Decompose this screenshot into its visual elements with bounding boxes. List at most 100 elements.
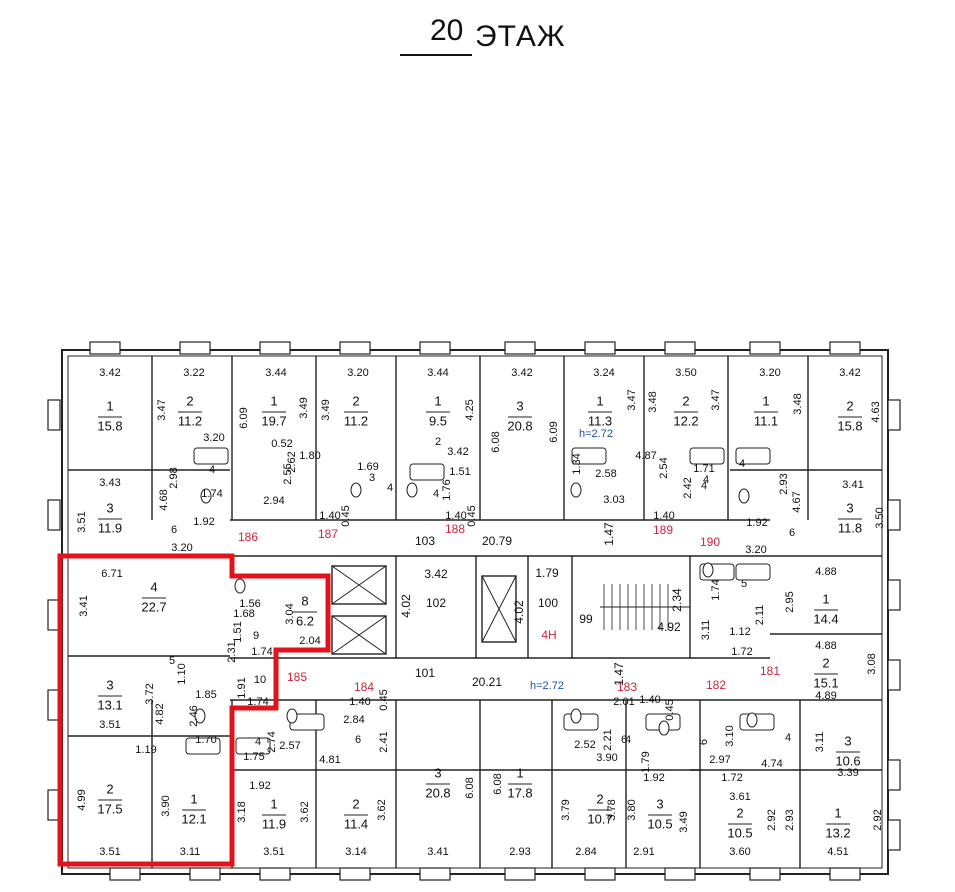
small-label-65: 6 bbox=[621, 734, 627, 746]
bottom-room-1-area: 12.1 bbox=[181, 811, 206, 826]
top-room-3-dim-0: 3.20 bbox=[347, 367, 368, 379]
small-label-22: 2.58 bbox=[595, 468, 616, 480]
mid-room-6-dim-0: 3.72 bbox=[144, 683, 156, 704]
bottom-room-7-dim-1: 3.49 bbox=[678, 811, 690, 832]
bottom-room-2-dim-0: 3.18 bbox=[236, 801, 248, 822]
apartment-number-183: 183 bbox=[617, 680, 637, 694]
apartment-number-189: 189 bbox=[653, 523, 673, 537]
common-label-11: 4.02 bbox=[512, 600, 526, 624]
small-label-28: 4 bbox=[703, 474, 709, 486]
top-room-0-dim-0: 3.42 bbox=[99, 367, 120, 379]
top-room-2-area: 19.7 bbox=[261, 413, 286, 428]
small-label-66: 3.90 bbox=[596, 752, 617, 764]
top-room-6-dim-0: 3.24 bbox=[593, 367, 614, 379]
bottom-room-8-room-number: 2 bbox=[736, 805, 743, 820]
small-label-19: 1.40 bbox=[445, 510, 466, 522]
bottom-room-5-area: 17.8 bbox=[507, 785, 532, 800]
small-label-7: 2.62 bbox=[286, 451, 298, 472]
plan-walls bbox=[61, 349, 889, 875]
bottom-room-7-area: 10.5 bbox=[647, 816, 672, 831]
window-bottom-9 bbox=[829, 867, 861, 881]
bottom-room-0-area: 17.5 bbox=[97, 801, 122, 816]
bottom-room-0-dim-1: 3.51 bbox=[99, 846, 120, 858]
mid-room-4-area: 14.4 bbox=[813, 611, 838, 626]
bottom-room-3-room-number: 2 bbox=[352, 796, 359, 811]
bottom-room-8-dim-1: 2.92 bbox=[766, 809, 778, 830]
apartment-number-181: 181 bbox=[760, 664, 780, 678]
highlighted-apartment bbox=[57, 553, 331, 867]
window-top-7 bbox=[664, 341, 696, 355]
small-label-58: 2.57 bbox=[279, 740, 300, 752]
window-top-5 bbox=[504, 341, 536, 355]
window-bottom-3 bbox=[339, 867, 371, 881]
top-room-7-area: 12.2 bbox=[673, 413, 698, 428]
small-label-35: 1.56 bbox=[239, 598, 260, 610]
elevator-cross bbox=[331, 565, 387, 655]
mid-room-1-room-number: 3 bbox=[846, 500, 853, 515]
window-bottom-5 bbox=[504, 867, 536, 881]
toilet-9 bbox=[746, 712, 758, 728]
mid-room-7-dim-1: 3.39 bbox=[837, 767, 858, 779]
bathtub-5 bbox=[735, 563, 771, 581]
toilet-5 bbox=[702, 562, 714, 578]
mid-room-5-room-number: 2 bbox=[822, 655, 829, 670]
top-room-5-room-number: 3 bbox=[516, 398, 523, 413]
small-label-6: 0.52 bbox=[271, 438, 292, 450]
common-label-5: 1.47 bbox=[612, 662, 626, 686]
small-label-0: 3.20 bbox=[203, 432, 224, 444]
small-label-42: 1.85 bbox=[195, 689, 216, 701]
small-label-83: 4 bbox=[701, 480, 707, 492]
window-bottom-0 bbox=[109, 867, 141, 881]
mid-room-4-dim-0: 4.88 bbox=[815, 566, 836, 578]
top-room-4-dim-1: 4.25 bbox=[464, 399, 476, 420]
mid-room-2-area: 22.7 bbox=[141, 599, 166, 614]
mid-room-0-room-number: 3 bbox=[106, 500, 113, 515]
mid-room-7-room-number: 3 bbox=[844, 733, 851, 748]
small-label-4: 6 bbox=[171, 524, 177, 536]
mid-room-4-dim-1: 2.95 bbox=[784, 591, 796, 612]
small-label-20: 0.45 bbox=[466, 505, 478, 526]
small-label-1: 2.98 bbox=[168, 467, 180, 488]
small-label-63: 2.52 bbox=[574, 739, 595, 751]
bottom-room-6-room-number: 2 bbox=[596, 791, 603, 806]
mid-room-3-area: 6.2 bbox=[296, 613, 314, 628]
apartment-number-187: 187 bbox=[318, 527, 338, 541]
bottom-room-9-dim-2: 4.51 bbox=[827, 846, 848, 858]
bathtub-2 bbox=[571, 447, 607, 465]
toilet-10 bbox=[286, 708, 298, 724]
mid-room-0-dim-1: 3.51 bbox=[76, 511, 88, 532]
small-label-45: 1.19 bbox=[135, 744, 156, 756]
small-label-69: 3.10 bbox=[724, 725, 736, 746]
bottom-room-6-dim-1: 3.78 bbox=[606, 799, 618, 820]
small-label-39: 5 bbox=[169, 655, 175, 667]
small-label-26: 1.71 bbox=[693, 463, 714, 475]
small-label-18: 0.45 bbox=[340, 505, 352, 526]
common-label-13: 4.92 bbox=[657, 620, 681, 634]
bottom-room-7-dim-2: 2.91 bbox=[633, 846, 654, 858]
toilet-3 bbox=[570, 482, 582, 498]
top-room-8-dim-0: 3.20 bbox=[759, 367, 780, 379]
mid-room-2-room-number: 4 bbox=[150, 579, 157, 594]
small-label-33: 2.93 bbox=[778, 473, 790, 494]
small-label-60: 2.41 bbox=[378, 731, 390, 752]
small-label-14: 1.51 bbox=[449, 466, 470, 478]
small-label-31: 6 bbox=[789, 527, 795, 539]
window-top-3 bbox=[339, 341, 371, 355]
small-label-78: 1.72 bbox=[731, 646, 752, 658]
elevator-1 bbox=[331, 565, 387, 605]
small-label-9: 2.55 bbox=[282, 463, 294, 484]
small-label-5: 3.20 bbox=[171, 542, 192, 554]
top-room-0-area: 15.8 bbox=[97, 418, 122, 433]
common-label-6: 102 bbox=[426, 596, 446, 610]
bottom-room-6-area: 10.7 bbox=[587, 811, 612, 826]
bottom-room-5-dim-0: 6.08 bbox=[492, 773, 504, 794]
floor-number: 20 bbox=[430, 14, 464, 47]
top-room-3-room-number: 2 bbox=[352, 393, 359, 408]
small-label-77: 3.11 bbox=[700, 620, 712, 641]
small-label-59: 6 bbox=[355, 734, 361, 746]
small-label-80: 4 bbox=[209, 464, 215, 476]
bottom-room-3-dim-1: 3.14 bbox=[345, 846, 366, 858]
small-label-2: 1.74 bbox=[201, 488, 222, 500]
small-label-34: 1.68 bbox=[233, 608, 254, 620]
